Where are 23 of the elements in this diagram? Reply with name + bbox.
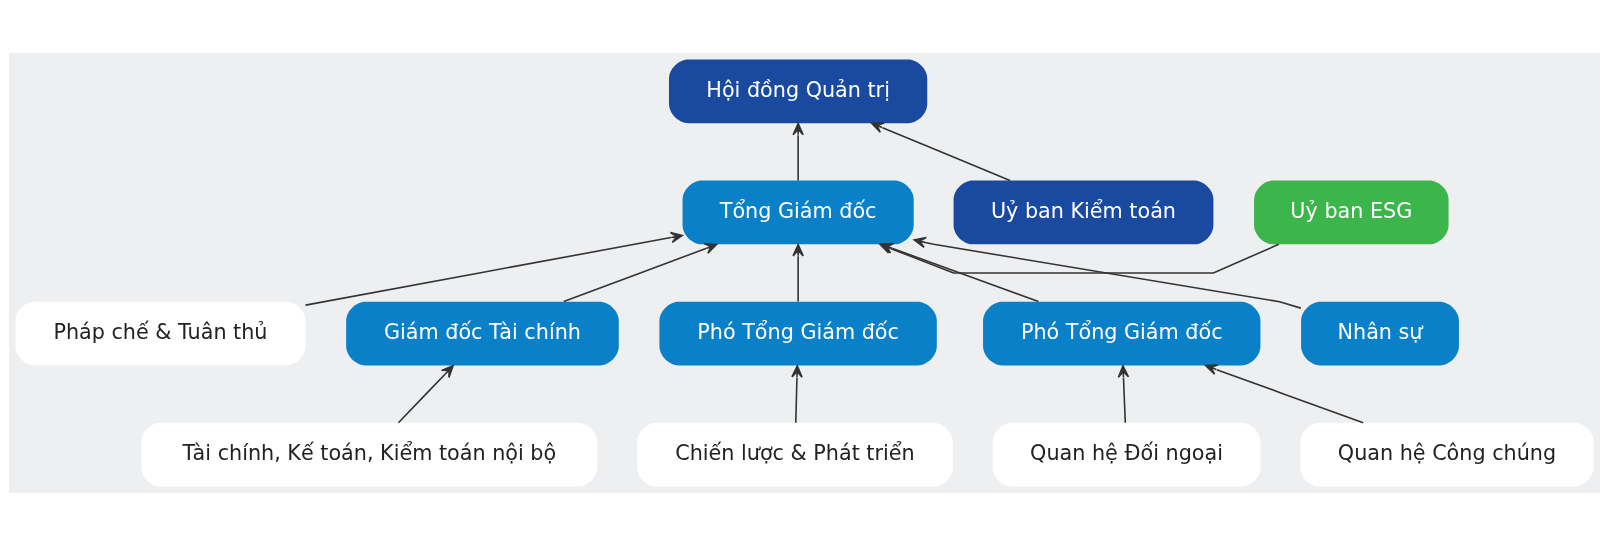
node-box: Pháp chế & Tuân thủ [15,301,306,366]
arrow [304,231,684,306]
node-box: Chiến lược & Phát triển [637,422,953,487]
arrow [791,365,803,424]
node-box: Phó Tổng Giám đốc [659,301,937,366]
node-box: Uỷ ban ESG [1254,180,1449,245]
node-box: Quan hệ Đối ngoại [992,422,1261,487]
arrow [913,236,1302,309]
arrow [1117,365,1130,424]
arrow [562,242,718,303]
node-box: Nhân sự [1301,301,1459,366]
arrow [1205,363,1364,424]
node-box: Quan hệ Công chúng [1300,422,1594,487]
node-box: Hội đồng Quản trị [669,59,928,124]
node-box: Tài chính, Kế toán, Kiểm toán nội bộ [141,422,598,487]
node-box: Uỷ ban Kiểm toán [953,180,1214,245]
arrow [397,365,454,424]
node-box: Phó Tổng Giám đốc [983,301,1261,366]
arrow [792,243,804,303]
node-box: Giám đốc Tài chính [346,301,619,366]
arrow [792,122,804,182]
node-box: Tổng Giám đốc [682,180,914,245]
arrow [871,122,1011,182]
